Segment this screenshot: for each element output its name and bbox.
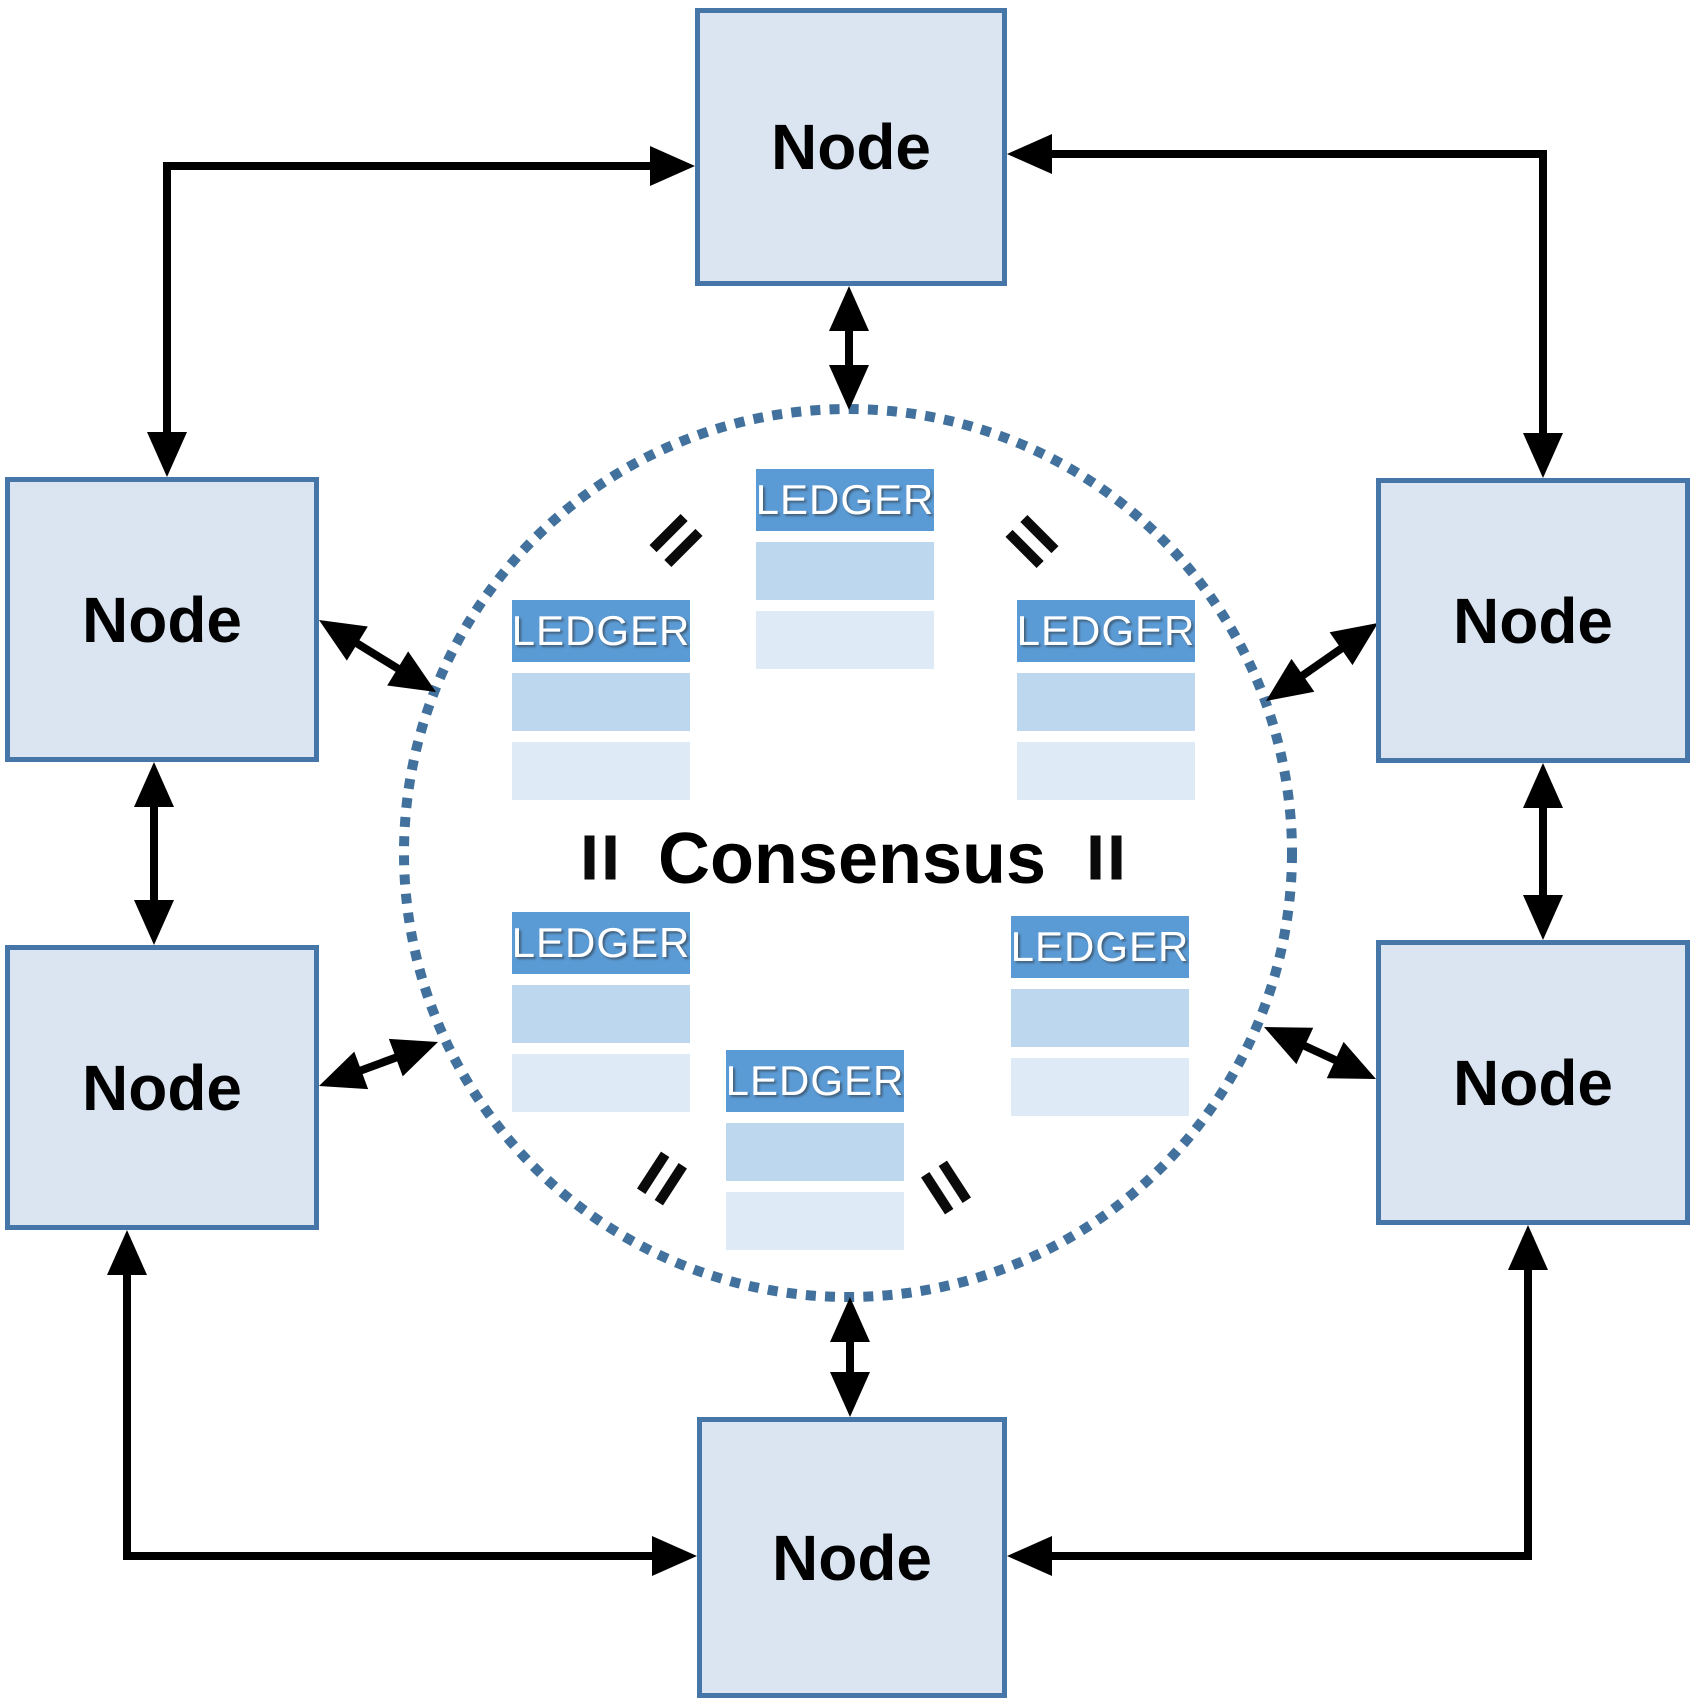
arrow-right-bottom-circle [1264,1027,1376,1079]
ledger-row [512,1054,690,1112]
arrow-left-top-circle-shaft [348,635,407,677]
arrowhead-icon [1007,134,1052,174]
ledger-row [512,673,690,731]
ledger-row [756,611,934,669]
ledger-row [1017,673,1195,731]
ledger-bottom: LEDGER [726,1050,904,1250]
ledger-header: LEDGER [726,1050,904,1112]
node-right-top: Node [1376,478,1690,763]
arrowhead-icon [650,146,695,186]
arrowhead-icon [107,1230,147,1275]
ledger-row [726,1192,904,1250]
ledger-header: LEDGER [1011,916,1189,978]
arrow-top-node-circle [829,286,869,410]
equals-icon [1090,835,1122,880]
arrowhead-icon [319,1051,369,1090]
arrow-elbow-top-left [147,146,695,477]
arrowhead-icon [1264,1027,1314,1065]
arrowhead-icon [1508,1225,1548,1270]
arrowhead-icon [1523,895,1563,940]
node-left-top: Node [5,477,319,762]
arrow-elbow-bottom-left-shaft [123,1267,660,1560]
arrow-elbow-top-right [1007,134,1563,478]
ledger-row [726,1123,904,1181]
node-label: Node [82,583,242,656]
consensus-circle [399,404,1297,1302]
arrow-left-bottom-circle [319,1038,438,1090]
ledger-right: LEDGER [1017,600,1195,800]
arrow-elbow-top-left-shaft [163,162,658,440]
ledger-header: LEDGER [1017,600,1195,662]
arrowhead-icon [830,1297,870,1342]
arrow-elbow-top-right-shaft [1044,150,1547,441]
arrowhead-icon [134,762,174,807]
equals-bar [1111,835,1122,880]
ledger-header: LEDGER [756,469,934,531]
arrowhead-icon [134,900,174,945]
arrow-right-bottom-circle-shaft [1295,1038,1345,1068]
arrow-left-nodes [134,762,174,945]
arrowhead-icon [388,1038,438,1077]
ledger-left: LEDGER [512,600,690,800]
ledger-header: LEDGER [512,912,690,974]
arrow-elbow-bottom-right [1007,1225,1548,1576]
ledger-row [1017,742,1195,800]
node-label: Node [1453,1046,1613,1119]
node-label: Node [1453,584,1613,657]
arrowhead-icon [829,286,869,331]
ledger-header: LEDGER [512,600,690,662]
arrowhead-icon [830,1372,870,1417]
node-left-bottom: Node [5,945,319,1230]
arrow-elbow-bottom-right-shaft [1044,1262,1532,1560]
node-right-bottom: Node [1376,940,1690,1225]
arrow-left-top-circle [319,620,436,692]
arrow-right-top-circle-shaft [1294,640,1350,684]
arrow-right-nodes [1523,763,1563,940]
equals-bar [1090,835,1101,880]
ledger-row [756,542,934,600]
arrow-left-bottom-circle-shaft [352,1051,405,1077]
node-label: Node [82,1051,242,1124]
arrowhead-icon [1523,433,1563,478]
ledger-top: LEDGER [756,469,934,669]
arrowhead-icon [147,432,187,477]
arrow-bottom-node-circle [830,1297,870,1417]
equals-icon [584,835,616,880]
arrowhead-icon [1266,658,1315,701]
ledger-row [512,985,690,1043]
ledger-row [1011,989,1189,1047]
arrowhead-icon [319,620,368,661]
arrowhead-icon [1326,1041,1376,1079]
arrow-right-top-circle [1266,623,1378,701]
consensus-label: Consensus [657,819,1047,899]
ledger-row [512,742,690,800]
arrowhead-icon [1523,763,1563,808]
node-label: Node [771,111,931,183]
ledger-bottom-left: LEDGER [512,912,690,1112]
node-top: Node [695,8,1007,286]
equals-bar [584,835,595,880]
node-label: Node [772,1521,932,1594]
node-bottom: Node [697,1417,1007,1698]
equals-bar [605,835,616,880]
arrow-elbow-bottom-left [107,1230,697,1576]
ledger-row [1011,1058,1189,1116]
arrowhead-icon [829,365,869,410]
arrowhead-icon [387,651,436,692]
ledger-bottom-right: LEDGER [1011,916,1189,1116]
arrowhead-icon [1329,623,1378,666]
arrowhead-icon [652,1536,697,1576]
arrowhead-icon [1007,1536,1052,1576]
